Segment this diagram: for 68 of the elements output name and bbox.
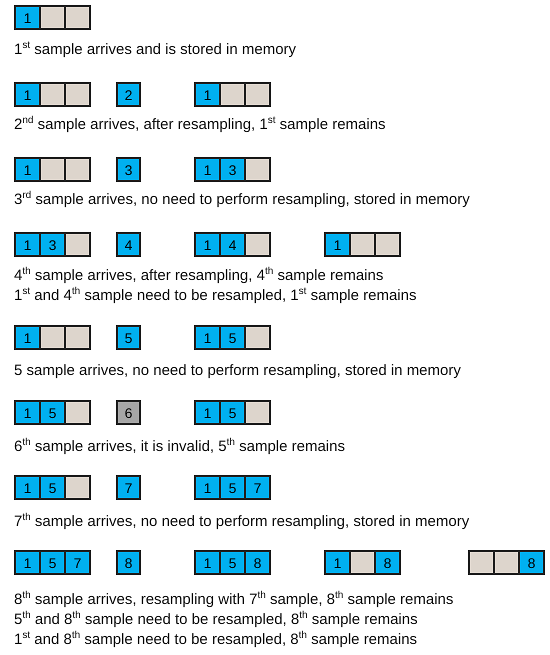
sample-cell: 3	[40, 233, 65, 256]
caption-text: 8$^{th}$ sample arrives, resampling with 7$^{th}$ sample, 8$^{th}$ sample remains	[14, 590, 454, 608]
caption-text: 3$^{rd}$ sample arrives, no need to perform resampling, stored in memory	[14, 190, 470, 208]
sample-cell: 7	[65, 551, 90, 574]
caption-text: 1$^{st}$ and 8$^{th}$ sample need to be resampled, 8$^{th}$ sample remains	[14, 630, 418, 648]
sample-cell: 5	[220, 401, 245, 424]
sample-cell: 3	[116, 157, 141, 182]
sample-cell: 1	[15, 326, 40, 349]
sample-cell: 1	[325, 233, 350, 256]
sample-cell: 5	[116, 325, 141, 350]
memory-array	[468, 550, 545, 575]
sample-cell: 1	[15, 401, 40, 424]
invalid-sample-cell: 6	[116, 400, 141, 425]
sample-cell: 1	[195, 233, 220, 256]
sample-cell: 1	[15, 158, 40, 181]
memory-array	[194, 157, 271, 182]
caption-text: 5 sample arrives, no need to perform resampling, stored in memory	[14, 362, 461, 379]
sample-cell: 7	[116, 475, 141, 500]
sample-cell: 1	[15, 551, 40, 574]
sample-cell: 5	[220, 551, 245, 574]
sample-cell: 1	[195, 83, 220, 106]
sample-cell: 7	[245, 476, 270, 499]
caption-text: 7$^{th}$ sample arrives, no need to perform resampling, stored in memory	[14, 512, 470, 530]
memory-array	[194, 232, 271, 257]
sample-cell: 5	[220, 476, 245, 499]
sample-cell: 1	[325, 551, 350, 574]
caption-text: 6$^{th}$ sample arrives, it is invalid, 5$^{th}$ sample remains	[14, 437, 345, 455]
memory-array	[14, 82, 91, 107]
sample-cell: 3	[220, 158, 245, 181]
sample-cell: 1	[195, 158, 220, 181]
sample-cell: 1	[195, 326, 220, 349]
sample-cell: 5	[220, 326, 245, 349]
sample-cell: 1	[15, 83, 40, 106]
caption-text: 1$^{st}$ and 4$^{th}$ sample need to be resampled, 1$^{st}$ sample remains	[14, 286, 416, 304]
memory-array	[194, 400, 271, 425]
caption-text: 4$^{th}$ sample arrives, after resampling, 4$^{th}$ sample remains	[14, 266, 384, 284]
sample-cell: 4	[220, 233, 245, 256]
sample-cell: 5	[40, 551, 65, 574]
sample-cell: 1	[195, 551, 220, 574]
sample-cell: 1	[15, 233, 40, 256]
sample-cell: 2	[116, 82, 141, 107]
caption-text: 5$^{th}$ and 8$^{th}$ sample need to be resampled, 8$^{th}$ sample remains	[14, 610, 418, 628]
memory-array	[14, 475, 91, 500]
memory-array	[14, 157, 91, 182]
memory-array	[14, 550, 91, 575]
memory-array	[14, 232, 91, 257]
memory-array	[324, 550, 401, 575]
memory-array	[14, 400, 91, 425]
sample-cell: 1	[195, 476, 220, 499]
memory-array	[14, 325, 91, 350]
sample-cell: 8	[519, 551, 544, 574]
sample-cell: 8	[375, 551, 400, 574]
memory-array	[324, 232, 401, 257]
memory-array	[194, 475, 271, 500]
memory-array	[14, 5, 91, 30]
sample-cell: 4	[116, 232, 141, 257]
sample-cell: 1	[15, 476, 40, 499]
sample-cell: 5	[40, 401, 65, 424]
caption-text: 2$^{nd}$ sample arrives, after resampling, 1$^{st}$ sample remains	[14, 115, 386, 133]
caption-text: 1$^{st}$ sample arrives and is stored in memory	[14, 40, 296, 58]
sample-cell: 1	[15, 6, 40, 29]
memory-array	[194, 325, 271, 350]
memory-array	[194, 550, 271, 575]
sample-cell: 1	[195, 401, 220, 424]
sample-cell: 8	[245, 551, 270, 574]
sample-cell: 5	[40, 476, 65, 499]
memory-array	[194, 82, 271, 107]
sample-cell: 8	[116, 550, 141, 575]
